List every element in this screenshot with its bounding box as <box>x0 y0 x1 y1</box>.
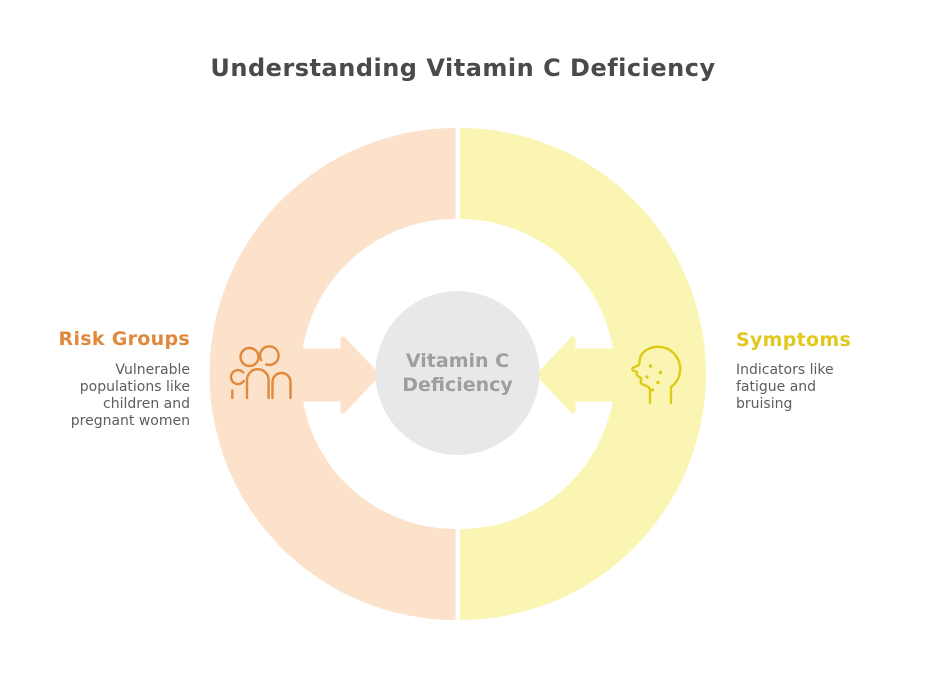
face-spots-icon <box>631 345 682 405</box>
symptoms-heading: Symptoms <box>736 329 852 351</box>
people-group-icon <box>229 345 292 400</box>
ring-half-risk-groups <box>209 128 456 620</box>
ring-half-symptoms <box>460 128 706 620</box>
risk-groups-description: Vulnerable populations like children and… <box>70 362 190 429</box>
left-arrow <box>297 336 380 414</box>
risk-groups-heading: Risk Groups <box>58 328 190 350</box>
right-arrow <box>536 336 619 414</box>
page-title: Understanding Vitamin C Deficiency <box>210 54 716 82</box>
center-circle <box>375 291 540 455</box>
center-label: Vitamin C Deficiency <box>402 350 513 396</box>
symptoms-description: Indicators like fatigue and bruising <box>736 362 834 412</box>
